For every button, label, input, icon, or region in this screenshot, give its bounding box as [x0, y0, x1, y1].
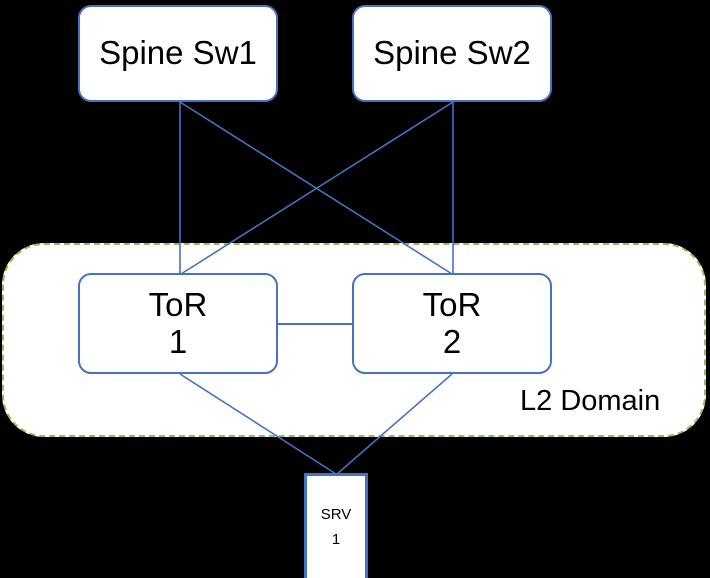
node-tor-1[interactable]: ToR 1 — [78, 273, 278, 374]
node-srv-1[interactable]: SRV 1 — [304, 473, 368, 578]
node-spine-sw2-label: Spine Sw2 — [373, 34, 531, 72]
l2-domain-label: L2 Domain — [520, 385, 661, 417]
node-srv-1-index: 1 — [331, 531, 341, 548]
node-srv-1-label: SRV — [320, 506, 352, 524]
node-tor-1-index: 1 — [168, 322, 188, 360]
node-spine-sw1[interactable]: Spine Sw1 — [78, 5, 278, 102]
node-tor-1-label: ToR — [148, 285, 208, 323]
node-tor-2-label: ToR — [422, 285, 482, 323]
node-tor-2[interactable]: ToR 2 — [352, 273, 552, 374]
node-tor-2-index: 2 — [442, 322, 462, 360]
node-spine-sw1-label: Spine Sw1 — [99, 34, 257, 72]
node-spine-sw2[interactable]: Spine Sw2 — [352, 5, 552, 102]
